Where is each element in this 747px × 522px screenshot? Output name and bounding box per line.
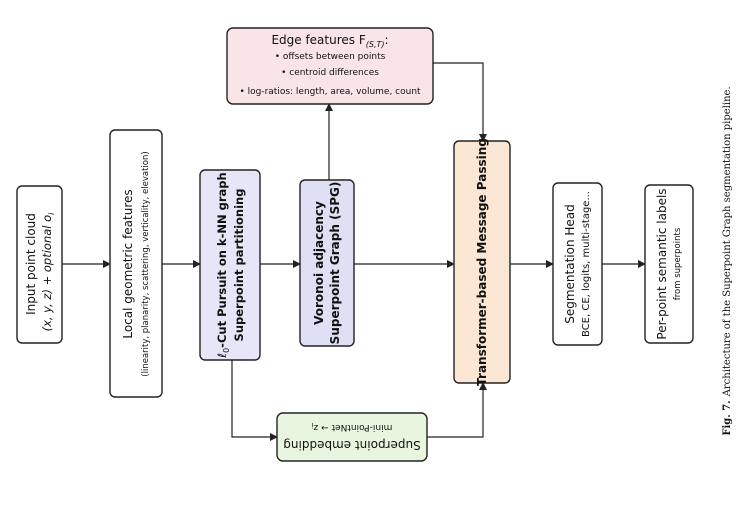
node-l0-cut-pursuit-box <box>199 169 261 361</box>
node-input-subscript: i <box>47 212 56 215</box>
node-edge-features-bullet-3: • log-ratios: length, area, volume, coun… <box>239 87 421 97</box>
node-labels-box <box>644 184 694 344</box>
figure-caption-text-group: Fig. 7. Architecture of the Superpoint Gr… <box>722 86 733 435</box>
node-embedding-title: Superpoint embedding <box>283 438 420 452</box>
node-superpoint-embedding-box <box>276 412 428 462</box>
node-transformer: Transformer-based Message Passing <box>453 138 511 386</box>
figure-caption-label: Fig. 7. <box>722 400 733 435</box>
node-edge-features-colon: : <box>385 33 389 47</box>
node-local-features-subtitle: (linearity, planarity, scattering, verti… <box>141 151 151 376</box>
node-voronoi-spg: Voronoi adjacency Superpoint Graph (SPG) <box>299 179 355 347</box>
node-embedding-subtitle: mini-PointNet → z <box>313 422 392 432</box>
node-seg-head-title: Segmentation Head <box>563 204 577 324</box>
node-embedding-subscript: i <box>312 421 314 429</box>
connectors <box>62 62 646 441</box>
node-input-subtitle: (x, y, z) + optional o <box>40 215 54 332</box>
arrow-embed-to-transformer <box>427 382 487 438</box>
node-local-features-box <box>109 129 163 398</box>
node-seg-head-subtitle: BCE, CE, logits, multi-stage... <box>581 191 592 337</box>
node-transformer-box <box>453 140 511 384</box>
node-l0-title: -Cut Pursuit on k-NN graph <box>215 172 229 348</box>
node-l0-ell: ℓ <box>215 353 229 359</box>
node-seg-head: Segmentation Head BCE, CE, logits, multi… <box>552 182 603 346</box>
node-l0-cut-pursuit: ℓ0-Cut Pursuit on k-NN graph Superpoint … <box>199 169 261 361</box>
node-edge-features-bullet-1: • offsets between points <box>275 52 386 62</box>
node-edge-features-sub: (S,T) <box>366 40 385 49</box>
node-edge-features-box <box>226 27 434 105</box>
node-l0-sub: 0 <box>222 348 231 353</box>
node-local-features: Local geometric features (linearity, pla… <box>109 129 163 398</box>
arrow-l0-to-embed <box>231 360 278 441</box>
node-l0-subtitle: Superpoint partitioning <box>232 189 246 342</box>
node-labels: Per-point semantic labels from superpoin… <box>644 184 694 344</box>
node-edge-features-title-group: Edge features F(S,T): <box>271 33 388 49</box>
arrow-edge-to-transformer <box>433 62 487 142</box>
node-labels-title: Per-point semantic labels <box>655 188 669 339</box>
node-edge-features-title: Edge features F <box>271 33 365 47</box>
node-superpoint-embedding: Superpoint embedding mini-PointNet → zi <box>276 412 428 462</box>
node-labels-subtitle: from superpoints <box>673 227 683 300</box>
node-voronoi-subtitle: Superpoint Graph (SPG) <box>328 182 342 345</box>
node-embedding-subtitle-group: mini-PointNet → zi <box>312 421 393 432</box>
node-local-features-title: Local geometric features <box>121 189 135 338</box>
node-voronoi-spg-box <box>299 179 355 347</box>
node-edge-features: Edge features F(S,T): • offsets between … <box>226 27 434 105</box>
node-input-box <box>16 185 63 344</box>
node-input-title: Input point cloud <box>24 213 38 315</box>
node-seg-head-box <box>552 182 603 346</box>
figure-caption: Fig. 7. Architecture of the Superpoint Gr… <box>722 86 733 435</box>
node-voronoi-title: Voronoi adjacency <box>312 201 326 325</box>
figure-caption-text: Architecture of the Superpoint Graph seg… <box>722 86 733 397</box>
node-transformer-title: Transformer-based Message Passing <box>475 138 489 386</box>
node-edge-features-bullet-2: • centroid differences <box>281 68 379 78</box>
node-input: Input point cloud (x, y, z) + optional o… <box>16 185 63 344</box>
node-input-subtitle-group: (x, y, z) + optional oi <box>40 212 56 332</box>
node-l0-title-group: ℓ0-Cut Pursuit on k-NN graph <box>215 172 231 358</box>
